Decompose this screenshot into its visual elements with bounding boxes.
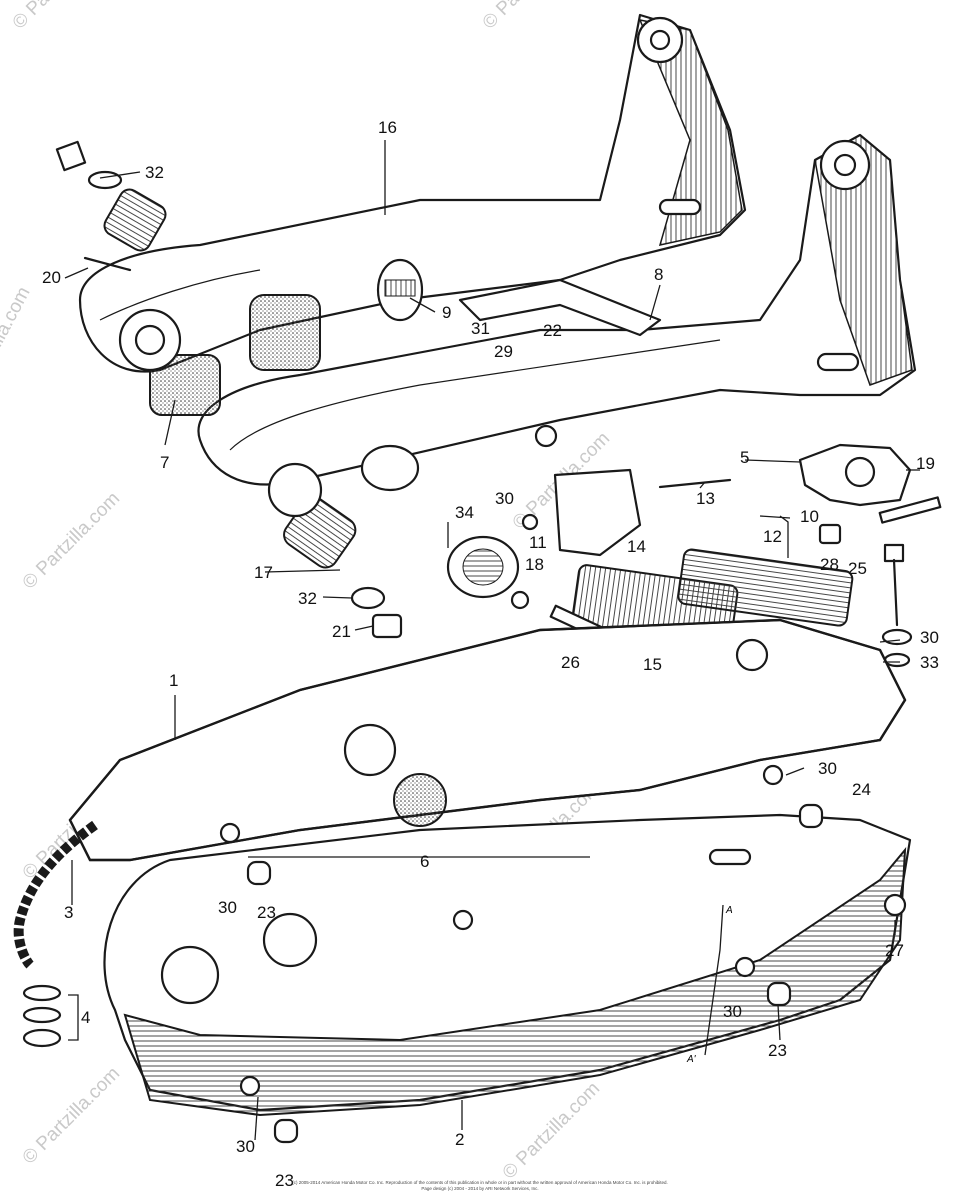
callout-8: 8 <box>654 265 663 284</box>
callout-23c: 23 <box>275 1171 294 1190</box>
part-chain-rollers <box>118 258 424 416</box>
callout-9: 9 <box>442 303 451 322</box>
callout-30: 30 <box>495 489 514 508</box>
callout-23b: 23 <box>768 1041 787 1060</box>
callout-30f: 30 <box>236 1137 255 1156</box>
callout-30e: 30 <box>723 1002 742 1021</box>
copyright-footer: (c) 2005-2014 American Honda Motor Co. I… <box>250 1180 710 1192</box>
callout-27: 27 <box>885 941 904 960</box>
part-fasteners <box>219 764 907 1144</box>
watermark: © Partzilla.com <box>19 488 124 593</box>
callout-labels: 16 32 20 8 9 31 22 29 7 5 19 13 10 30 34… <box>42 118 939 1190</box>
callout-22: 22 <box>543 321 562 340</box>
callout-4: 4 <box>81 1008 90 1027</box>
part-chain-case-upper <box>68 618 907 862</box>
callout-6: 6 <box>420 852 429 871</box>
mark-a-prime: A' <box>686 1054 697 1065</box>
callout-17: 17 <box>254 563 273 582</box>
watermark: © Partzilla.com <box>499 1078 604 1183</box>
watermark: © Partzilla.com <box>479 0 584 34</box>
callout-29: 29 <box>494 342 513 361</box>
callout-11: 11 <box>529 533 547 552</box>
callout-21: 21 <box>332 622 351 641</box>
callout-20: 20 <box>42 268 61 287</box>
callout-28: 28 <box>820 555 839 574</box>
watermark: © Partzilla.com <box>19 1063 124 1168</box>
callout-25: 25 <box>848 559 867 578</box>
callout-33: 33 <box>920 653 939 672</box>
part-adjuster-hardware <box>658 443 942 668</box>
callout-19: 19 <box>916 454 935 473</box>
callout-3: 3 <box>64 903 73 922</box>
watermark: © Partzilla.com <box>9 0 114 34</box>
callout-13: 13 <box>696 489 715 508</box>
callout-12: 12 <box>763 527 782 546</box>
callout-31: 31 <box>471 319 490 338</box>
part-chain-case-lower <box>103 813 912 1117</box>
callout-15: 15 <box>643 655 662 674</box>
callout-2: 2 <box>455 1130 464 1149</box>
callout-32b: 32 <box>298 589 317 608</box>
callout-34: 34 <box>455 503 474 522</box>
leader-lines <box>64 140 920 1141</box>
part-axle-collar-bottom <box>267 462 403 639</box>
callout-14: 14 <box>627 537 646 556</box>
watermark: © Partzilla.com <box>0 284 35 407</box>
callout-5: 5 <box>740 448 749 467</box>
callout-26: 26 <box>561 653 580 672</box>
callout-16: 16 <box>378 118 397 137</box>
copyright-line: (c) 2005-2014 American Honda Motor Co. I… <box>292 1180 668 1185</box>
callout-7: 7 <box>160 453 169 472</box>
callout-23: 23 <box>257 903 276 922</box>
callout-18: 18 <box>525 555 544 574</box>
callout-30d: 30 <box>218 898 237 917</box>
callout-32: 32 <box>145 163 164 182</box>
copyright-line: Page design (c) 2004 - 2014 by ARI Netwo… <box>421 1186 539 1191</box>
part-drive-chain <box>13 820 98 1048</box>
callout-30b: 30 <box>920 628 939 647</box>
callout-10: 10 <box>800 507 819 526</box>
mark-a: A <box>725 905 733 916</box>
callout-1: 1 <box>169 671 178 690</box>
callout-30c: 30 <box>818 759 837 778</box>
callout-24: 24 <box>852 780 871 799</box>
